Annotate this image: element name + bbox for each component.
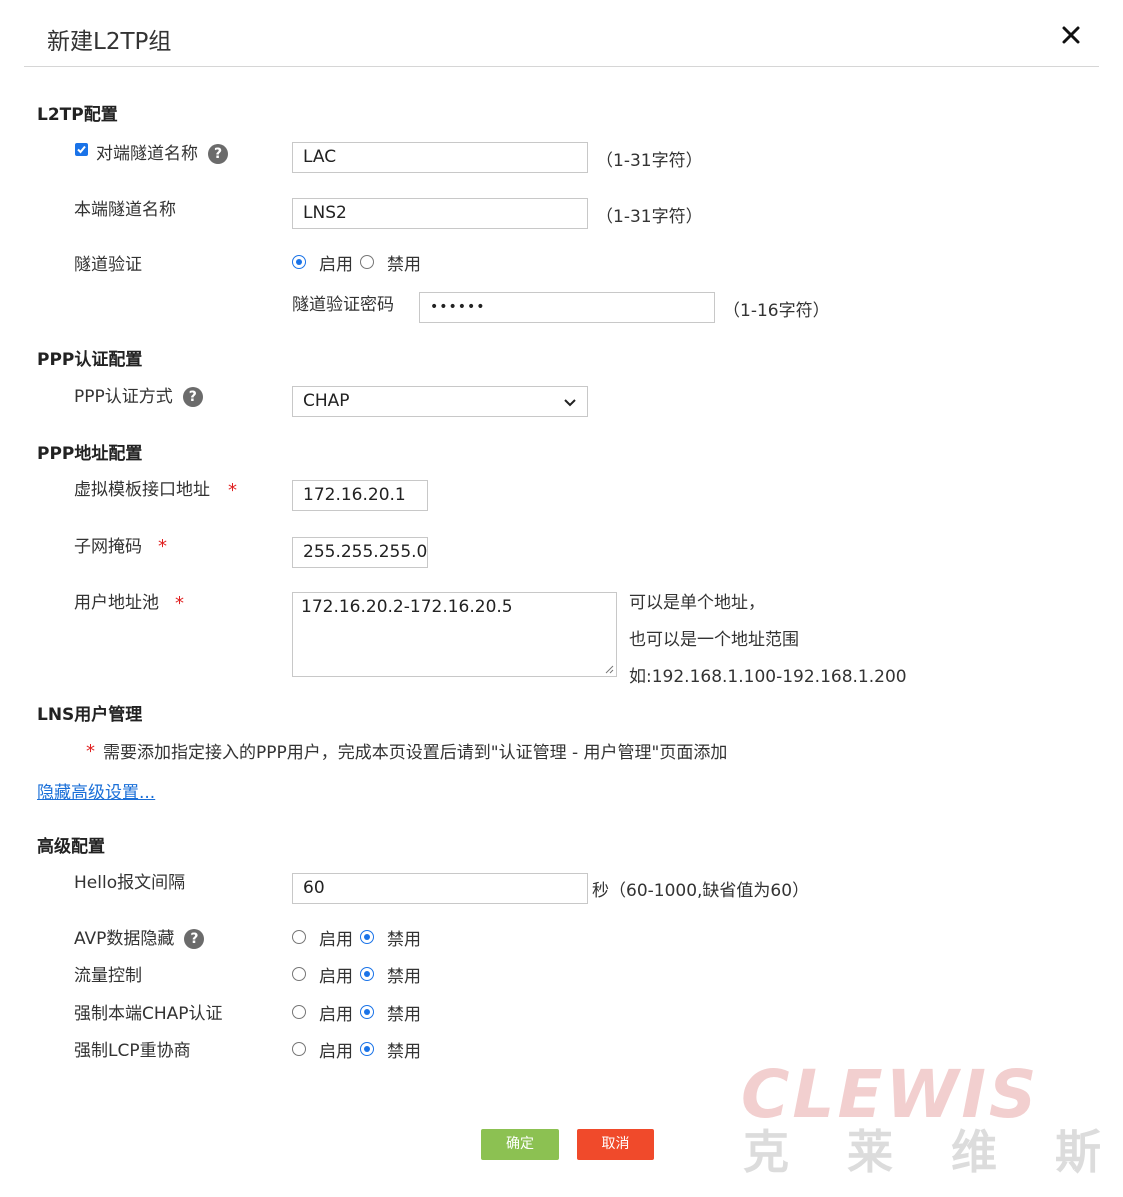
cancel-button[interactable]: 取消: [577, 1129, 654, 1160]
user-pool-value: 172.16.20.2-172.16.20.5: [301, 597, 513, 617]
flow-control-disable-label: 禁用: [387, 967, 421, 987]
force-lcp-label: 强制LCP重协商: [74, 1041, 191, 1061]
peer-tunnel-checkbox[interactable]: [75, 143, 88, 156]
subnet-mask-input[interactable]: 255.255.255.0: [292, 537, 428, 568]
checkbox-checked-icon: [77, 145, 86, 154]
peer-tunnel-hint: （1-31字符）: [596, 151, 703, 171]
flow-control-disable-radio[interactable]: [360, 967, 374, 981]
force-chap-enable-label: 启用: [319, 1005, 353, 1025]
tunnel-auth-disable-radio[interactable]: [360, 255, 374, 269]
user-pool-hint-line-3: 如:192.168.1.100-192.168.1.200: [629, 667, 907, 687]
user-pool-hint-line-1: 可以是单个地址，: [629, 593, 765, 613]
tunnel-password-hint: （1-16字符）: [723, 301, 830, 321]
subnet-mask-label: 子网掩码: [74, 537, 142, 557]
local-tunnel-hint: （1-31字符）: [596, 207, 703, 227]
resize-grip-icon[interactable]: [604, 664, 614, 674]
avp-hiding-disable-label: 禁用: [387, 930, 421, 950]
local-tunnel-input[interactable]: LNS2: [292, 198, 588, 229]
force-chap-enable-radio[interactable]: [292, 1005, 306, 1019]
required-mark: *: [86, 741, 95, 762]
force-chap-label: 强制本端CHAP认证: [74, 1004, 223, 1024]
tunnel-auth-enable-label: 启用: [319, 255, 353, 275]
force-lcp-enable-label: 启用: [319, 1042, 353, 1062]
force-lcp-disable-label: 禁用: [387, 1042, 421, 1062]
hello-interval-input[interactable]: 60: [292, 873, 588, 904]
ppp-auth-method-select[interactable]: CHAP: [292, 386, 588, 417]
tunnel-auth-enable-radio[interactable]: [292, 255, 306, 269]
avp-hiding-disable-radio[interactable]: [360, 930, 374, 944]
avp-hiding-enable-label: 启用: [319, 930, 353, 950]
tunnel-auth-disable-label: 禁用: [387, 255, 421, 275]
vt-address-label: 虚拟模板接口地址: [74, 480, 210, 500]
user-pool-hint-line-2: 也可以是一个地址范围: [629, 630, 799, 650]
peer-tunnel-label: 对端隧道名称?: [96, 139, 228, 164]
flow-control-enable-radio[interactable]: [292, 967, 306, 981]
user-pool-label: 用户地址池: [74, 593, 159, 613]
section-advanced-title: 高级配置: [37, 837, 105, 857]
dialog-title: 新建L2TP组: [47, 29, 172, 55]
close-icon[interactable]: [1058, 22, 1084, 48]
header-divider: [24, 66, 1099, 67]
tunnel-password-label: 隧道验证密码: [292, 295, 394, 315]
chevron-down-icon: [564, 399, 576, 407]
force-lcp-disable-radio[interactable]: [360, 1042, 374, 1056]
hide-advanced-link[interactable]: 隐藏高级设置...: [37, 783, 156, 803]
section-ppp-auth-title: PPP认证配置: [37, 350, 143, 370]
help-icon[interactable]: ?: [184, 929, 205, 949]
required-mark: *: [158, 536, 167, 557]
local-tunnel-label: 本端隧道名称: [74, 200, 176, 220]
tunnel-auth-label: 隧道验证: [74, 255, 142, 275]
hello-interval-label: Hello报文间隔: [74, 873, 186, 893]
section-l2tp-title: L2TP配置: [37, 105, 118, 125]
ppp-auth-method-value: CHAP: [303, 391, 350, 411]
peer-tunnel-input[interactable]: LAC: [292, 142, 588, 173]
watermark-brand-cn: 克莱维斯: [743, 1125, 1123, 1179]
watermark-brand-en: CLEWIS: [741, 1056, 1040, 1133]
section-lns-users-title: LNS用户管理: [37, 705, 143, 725]
flow-control-label: 流量控制: [74, 966, 142, 986]
avp-hiding-enable-radio[interactable]: [292, 930, 306, 944]
force-chap-disable-radio[interactable]: [360, 1005, 374, 1019]
section-ppp-address-title: PPP地址配置: [37, 444, 143, 464]
flow-control-enable-label: 启用: [319, 967, 353, 987]
required-mark: *: [228, 480, 237, 501]
user-pool-textarea[interactable]: 172.16.20.2-172.16.20.5: [292, 592, 617, 677]
force-lcp-enable-radio[interactable]: [292, 1042, 306, 1056]
force-chap-disable-label: 禁用: [387, 1005, 421, 1025]
ok-button[interactable]: 确定: [481, 1129, 559, 1160]
ppp-auth-method-label: PPP认证方式?: [74, 382, 203, 407]
required-mark: *: [175, 593, 184, 614]
hello-interval-hint: 秒（60-1000,缺省值为60）: [592, 881, 810, 901]
help-icon[interactable]: ?: [208, 144, 228, 164]
avp-hiding-label: AVP数据隐藏?: [74, 924, 205, 949]
vt-address-input[interactable]: 172.16.20.1: [292, 480, 428, 511]
tunnel-password-input[interactable]: ••••••: [419, 292, 715, 323]
lns-users-note: 需要添加指定接入的PPP用户，完成本页设置后请到"认证管理 - 用户管理"页面添…: [103, 743, 728, 763]
help-icon[interactable]: ?: [182, 387, 203, 407]
